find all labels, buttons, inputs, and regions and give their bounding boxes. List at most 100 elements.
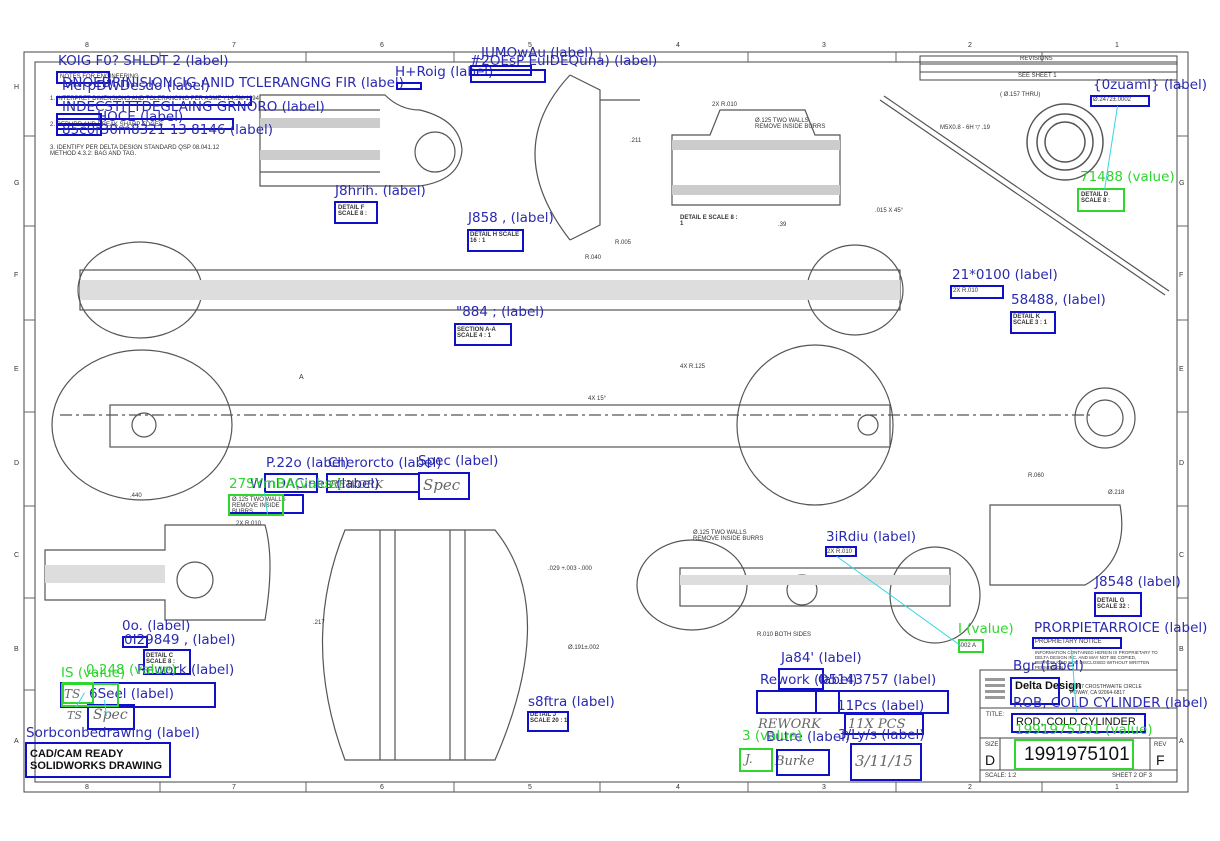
zone-row-C-left: C <box>14 552 20 559</box>
label-annotation-text: J8548 (label) <box>1095 574 1181 590</box>
detail-d-callout: DETAIL D SCALE 8 : <box>1081 192 1111 204</box>
label-annotation-box <box>850 743 922 781</box>
zone-column-5-bottom: 5 <box>528 784 532 791</box>
label-annotation-text: Rework (label) <box>137 662 235 678</box>
label-annotation-box <box>825 546 857 557</box>
value-annotation-text: IS (value) <box>61 665 126 681</box>
label-annotation-text: 58488, (label) <box>1011 292 1106 308</box>
zone-column-1-top: 1 <box>1115 42 1119 49</box>
label-annotation-box <box>1032 637 1122 649</box>
detail-f-callout: DETAIL F SCALE 8 : <box>338 205 368 217</box>
value-annotation-box <box>739 748 773 772</box>
lower-center-view <box>636 539 981 644</box>
label-annotation-box <box>25 742 171 778</box>
zone-row-F-right: F <box>1179 272 1184 279</box>
link-line <box>836 556 962 647</box>
dim-r005: R.005 <box>615 240 632 246</box>
label-annotation-box <box>1010 311 1056 334</box>
label-annotation-box <box>122 636 148 648</box>
dim-39: .39 <box>778 222 787 228</box>
title-field-label: TITLE: <box>986 712 1005 718</box>
label-annotation-text: #2OEsP EuIDEQuna) (label) <box>470 53 658 69</box>
label-annotation-text: Bgr (label) <box>1013 658 1084 674</box>
dim-4x-15: 4X 15° <box>588 396 607 402</box>
detail-j-view <box>321 529 529 761</box>
label-annotation-text: DNOEDRINISIONCIG ANID TCLERANGNG FIR (la… <box>62 75 404 91</box>
zone-column-8-bottom: 8 <box>85 784 89 791</box>
dim-218: Ø.218 <box>1108 490 1125 496</box>
dim-060: R.060 <box>1028 473 1045 479</box>
section-aa-shaft <box>77 241 904 339</box>
stamp-ts-2: TS <box>67 709 82 722</box>
stamp-11x: 11X PCS <box>848 717 906 732</box>
label-annotation-text: J8hrih. (label) <box>335 183 426 199</box>
label-annotation-text: 85c0r30m8321 13 8146 (label) <box>62 122 274 138</box>
label-annotation-box <box>56 96 252 106</box>
value-annotation-text: 0.248 (value) <box>86 662 177 678</box>
revisions-header: REVISIONS <box>1020 56 1053 62</box>
stamp-date: 3/11/15 <box>855 752 913 770</box>
label-annotation-text: ROB, COLD CYLINDER (label) <box>1013 695 1208 711</box>
zone-column-4-bottom: 4 <box>676 784 680 791</box>
label-annotation-text: PRORPIETARROICE (label) <box>1034 620 1208 636</box>
detail-j-callout: DETAIL J SCALE 20 : 1 <box>530 712 568 724</box>
zone-ticks <box>24 52 1188 792</box>
proprietary-body: INFORMATION CONTAINED HEREIN IS PROPRIET… <box>1035 650 1158 670</box>
stamp-initial: J. <box>745 752 753 766</box>
value-annotation-text: 71488 (value) <box>1080 169 1175 185</box>
label-annotation-box <box>778 668 824 690</box>
zone-column-6-top: 6 <box>380 42 384 49</box>
stamp-rework-2: REWORK <box>758 717 821 732</box>
company-address: 12367 CROSTHWAITE CIRCLE POWAY, CA 92064… <box>1070 684 1142 696</box>
section-letter: A <box>299 374 304 381</box>
detail-g-callout: DETAIL G SCALE 32 : <box>1097 598 1130 610</box>
zone-column-7-top: 7 <box>232 42 236 49</box>
cadcam-label: CAD/CAM READY SOLIDWORKS DRAWING <box>30 748 162 772</box>
zone-column-4-top: 4 <box>676 42 680 49</box>
value-annotation-text: 1991975101 (value) <box>1015 722 1153 738</box>
note-2: 2. DEBURR AND BREAK SHARP EDGES <box>50 122 163 128</box>
zone-row-H-left: H <box>14 84 20 91</box>
label-annotation-box <box>1094 592 1142 617</box>
label-annotation-text: 3/Ly/s (label) <box>838 727 925 743</box>
value-annotation-text: I (value) <box>958 621 1014 637</box>
label-annotation-text: s8ftra (label) <box>528 694 615 710</box>
label-annotation-text: Sorbconbedrawing (label) <box>26 725 200 741</box>
scale-label: SCALE: 1:2 <box>985 773 1017 779</box>
detail-f-view <box>259 94 463 187</box>
dim-217: .217 <box>313 620 325 626</box>
zone-column-7-bottom: 7 <box>232 784 236 791</box>
value-annotation-box <box>1014 739 1134 770</box>
label-annotation-text: Ja84' (label) <box>781 650 862 666</box>
label-annotation-text: WlnDACines (label) <box>250 476 380 492</box>
label-annotation-text: KOIG F0? SHLDT 2 (label) <box>58 53 229 69</box>
label-annotation-text: Cherorcto (label) <box>328 455 442 471</box>
hole-thru: ( Ø.157 THRU) <box>1000 92 1041 98</box>
label-annotation-box <box>264 473 318 493</box>
label-annotation-box <box>776 749 830 776</box>
stamp-rework-1: REWORK <box>330 478 384 491</box>
note-3: 3. IDENTIFY PER DELTA DESIGN STANDARD QS… <box>50 145 220 157</box>
label-annotation-text: O5143757 (label) <box>818 672 937 688</box>
value-annotation-box <box>62 682 94 704</box>
dim-2x-r010: 2X R.010 <box>712 102 738 108</box>
label-annotation-box <box>143 649 191 675</box>
label-annotation-text: JUMOwAu (label) <box>481 45 594 61</box>
zone-row-E-right: E <box>1179 366 1184 373</box>
label-annotation-text: 3iRdiu (label) <box>826 529 917 545</box>
zone-row-B-left: B <box>14 646 19 653</box>
label-annotation-text: 11Pcs (label) <box>837 698 925 714</box>
label-annotation-box <box>1010 677 1060 705</box>
detail-e-view <box>671 109 841 206</box>
stamp-spec-1: Spec <box>423 476 461 494</box>
drawing-number: 1991975101 <box>1024 744 1130 765</box>
label-annotation-box <box>1011 713 1146 733</box>
label-annotation-text: Spec (label) <box>418 453 499 469</box>
label-annotation-box <box>1090 95 1150 107</box>
company-name: Delta Design <box>1015 680 1082 692</box>
two-walls-note-3: Ø.125 TWO WALLS REMOVE INSIDE BURRS <box>693 530 764 542</box>
zone-column-5-top: 5 <box>528 42 532 49</box>
label-annotation-box <box>56 71 110 84</box>
